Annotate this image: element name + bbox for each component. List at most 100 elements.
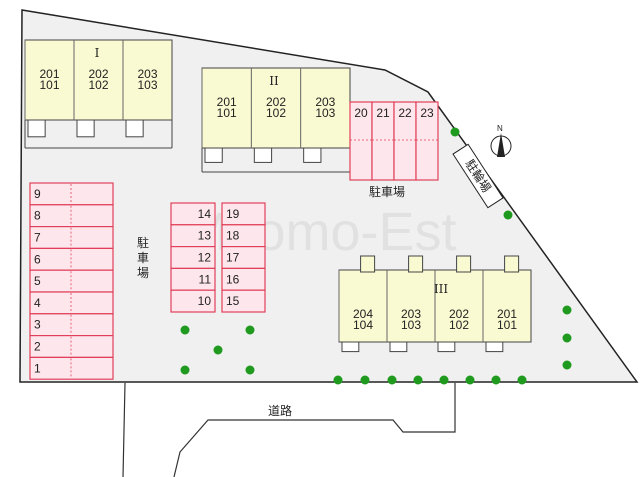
parking-number: 17	[226, 251, 240, 265]
parking-number: 18	[226, 229, 240, 243]
building-label: III	[434, 282, 448, 296]
tree-icon	[491, 375, 501, 385]
entrance	[456, 255, 472, 273]
unit-number-lower: 102	[88, 78, 108, 92]
unit-number-upper: 202	[88, 67, 108, 81]
unit-number-lower: 103	[401, 318, 421, 332]
unit-number-lower: 101	[217, 106, 237, 120]
balcony	[389, 341, 408, 353]
unit-number-lower: 102	[449, 318, 469, 332]
parking-stall-9: 9	[29, 182, 114, 206]
parking-number: 10	[198, 294, 212, 308]
tree-icon	[562, 360, 572, 370]
building-body	[24, 39, 173, 121]
parking-number: 15	[226, 294, 240, 308]
parking-stall-14: 14	[170, 202, 216, 226]
unit-number-lower: 102	[266, 106, 286, 120]
parking-number: 13	[198, 229, 212, 243]
balcony	[485, 341, 504, 353]
parking-number: 11	[199, 272, 212, 286]
north-label: N	[497, 124, 503, 133]
parking-number: 14	[198, 207, 212, 221]
tree-icon	[180, 325, 190, 335]
unit-number-lower: 103	[137, 78, 157, 92]
tree-icon	[213, 345, 223, 355]
unit-number-lower: 101	[39, 78, 59, 92]
parking-stall-23: 23	[415, 101, 439, 181]
parking-number: 1	[34, 361, 41, 375]
parking-number: 12	[198, 251, 212, 265]
unit-number-upper: 202	[266, 95, 286, 109]
unit-number-upper: 204	[353, 307, 373, 321]
parking-stall-19: 19	[221, 202, 266, 226]
parking-number: 22	[398, 106, 412, 120]
tree-icon	[465, 375, 475, 385]
balcony	[303, 147, 322, 163]
tree-icon	[450, 127, 460, 137]
parking-number: 16	[226, 272, 240, 286]
tree-icon	[245, 325, 255, 335]
parking-number: 4	[34, 296, 41, 310]
tree-icon	[360, 375, 370, 385]
unit-number-upper: 202	[449, 307, 469, 321]
parking-stall-17: 17	[221, 246, 266, 270]
unit-number-lower: 101	[497, 318, 517, 332]
balcony	[125, 119, 144, 138]
parking-stall-16: 16	[221, 267, 266, 291]
entrance	[360, 255, 376, 273]
parking-stall	[29, 226, 114, 250]
parking-stall	[29, 356, 114, 380]
tree-icon	[413, 375, 423, 385]
unit-number-lower: 103	[315, 106, 335, 120]
parking-stall-6: 6	[29, 247, 114, 271]
parking-stall-8: 8	[29, 204, 114, 228]
parking-stall-18: 18	[221, 224, 266, 248]
unit-number-upper: 201	[39, 67, 59, 81]
parking-number: 20	[354, 106, 368, 120]
north-compass-icon: N	[490, 124, 512, 157]
parking-stall-12: 12	[170, 246, 216, 270]
balcony	[253, 147, 273, 163]
tree-icon	[562, 333, 572, 343]
parking-stall-1: 1	[29, 356, 114, 380]
road	[122, 382, 456, 477]
parking-number: 23	[420, 106, 434, 120]
balcony	[76, 119, 95, 138]
tree-icon	[517, 375, 527, 385]
parking-stall	[415, 101, 439, 181]
parking-number: 2	[34, 340, 41, 354]
parking-number: 5	[34, 274, 41, 288]
unit-number-upper: 201	[497, 307, 517, 321]
parking-stall	[29, 313, 114, 337]
parking-stall-11: 11	[170, 267, 216, 291]
building-label: I	[95, 46, 100, 60]
parking-stall	[221, 289, 266, 313]
tree-icon	[333, 375, 343, 385]
unit-number-upper: 203	[401, 307, 421, 321]
parking-number: 3	[34, 318, 41, 332]
tree-icon	[245, 365, 255, 375]
parking-stall-13: 13	[170, 224, 216, 248]
balcony	[204, 147, 223, 163]
parking-stall-4: 4	[29, 291, 114, 315]
tree-icon	[387, 375, 397, 385]
balcony	[437, 341, 456, 353]
road-label: 道路	[268, 403, 292, 418]
parking-stall-20: 20	[349, 101, 373, 181]
unit-number-upper: 203	[137, 67, 157, 81]
parking-stall-2: 2	[29, 335, 114, 359]
entrance	[504, 255, 520, 273]
parking-stall-3: 3	[29, 313, 114, 337]
parking-stall-15: 15	[221, 289, 266, 313]
parking-label-middle: 駐車場	[137, 235, 149, 280]
tree-icon	[503, 210, 513, 220]
tree-icon	[562, 305, 572, 315]
unit-number-upper: 201	[217, 95, 237, 109]
parking-number: 21	[376, 106, 390, 120]
parking-stall	[29, 335, 114, 359]
